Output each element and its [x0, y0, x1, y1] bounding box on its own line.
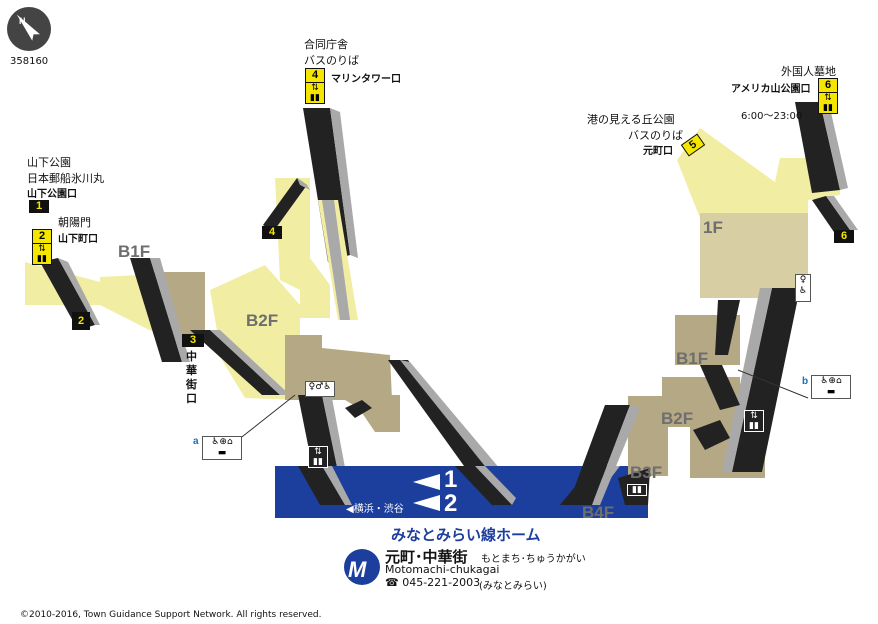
- exit-3-badge: 3: [182, 334, 204, 347]
- escalator-icon: ▮▮: [313, 457, 323, 467]
- restroom-icon: ♀♂♿: [305, 381, 335, 397]
- elevator-arrows: ⇅: [750, 411, 758, 421]
- exit-6-number: 6: [819, 79, 837, 93]
- elevator-arrows: ⇅: [314, 447, 322, 457]
- amenity-b-icons: ♿⊕⌂▬: [811, 375, 851, 399]
- exit-2-dest-1: 朝陽門: [58, 216, 91, 229]
- floor-1f-right: 1F: [703, 218, 723, 237]
- exit-2-stair-badge: 2: [72, 312, 90, 330]
- exit-6-name: アメリカ山公園口: [731, 84, 811, 95]
- floor-b2f-right: B2F: [661, 409, 694, 428]
- exit-1-dest-1: 山下公園: [27, 156, 71, 169]
- b1f-stair-left: [130, 258, 290, 395]
- elevator-icon-right: ⇅ ▮▮: [744, 410, 764, 432]
- floor-b3f-right: B3F: [630, 463, 663, 482]
- station-reading: もとまち･ちゅうかがい: [481, 554, 586, 565]
- elevator-icon: ⇅: [824, 93, 832, 103]
- exit-2-name: 山下町口: [58, 234, 98, 245]
- exit-5-name: 元町口: [643, 146, 673, 157]
- amenity-b-label: b: [802, 376, 809, 387]
- right-exit-5-6-area: [677, 102, 858, 235]
- escalator-icon: ▮▮: [37, 254, 47, 264]
- exit-6-elevator-sign: 6 ⇅ ▮▮: [818, 78, 838, 114]
- platform-direction: ◀横浜・渋谷: [346, 504, 404, 515]
- floor-b1f-right: B1F: [676, 349, 709, 368]
- restroom-icon-right: ♀♿: [795, 274, 811, 302]
- exit-6-dest-1: 外国人墓地: [781, 65, 836, 78]
- exit-2-elevator-sign: 2 ⇅ ▮▮: [32, 229, 52, 265]
- exit-4-dest-1: 合同庁舎: [304, 38, 348, 51]
- escalator-icon: ▮▮: [632, 485, 642, 495]
- exit-3-name-char-1: 中: [186, 350, 197, 363]
- exit-1-dest-2: 日本郵船氷川丸: [27, 172, 104, 185]
- floor-b4f: B4F: [582, 503, 615, 522]
- exit-4-name: マリンタワー口: [331, 74, 401, 85]
- floor-b1f-left: B1F: [118, 242, 151, 261]
- escalator-icon: ▮▮: [749, 421, 759, 431]
- elevator-icon: ⇅: [38, 244, 46, 254]
- exit-5-dest-2: バスのりば: [628, 129, 683, 142]
- amenity-leader-lines: [237, 369, 809, 441]
- exit-6-stair-badge: 6: [834, 230, 854, 243]
- exit-1-badge: 1: [29, 200, 49, 213]
- metro-logo-icon: M: [344, 549, 380, 585]
- track-1: 1: [444, 466, 458, 493]
- station-romaji: Motomachi-chukagai: [385, 563, 500, 576]
- compass-north-icon: N: [7, 7, 51, 51]
- exit-6-hours: 6:00～23:00: [741, 111, 803, 122]
- station-phone-note: (みなとみらい): [479, 581, 547, 592]
- b2f-concourse: [285, 335, 400, 432]
- exit-4-area: [263, 108, 358, 320]
- exit-3-name-char-4: 口: [186, 392, 197, 405]
- elevator-icon: ⇅: [311, 83, 319, 93]
- svg-text:N: N: [19, 16, 26, 26]
- exit-4-dest-2: バスのりば: [304, 54, 359, 67]
- svg-text:M: M: [348, 557, 367, 582]
- escalator-icon: ▮▮: [310, 93, 320, 103]
- exit-3-name-char-3: 街: [186, 378, 197, 391]
- station-name: 元町･中華街: [385, 548, 468, 566]
- elevator-icon-b4f: ▮▮: [627, 484, 647, 496]
- map-id: 358160: [10, 56, 49, 67]
- exit-4-elevator-sign: 4 ⇅ ▮▮: [305, 68, 325, 104]
- escalator-icon: ▮▮: [823, 103, 833, 113]
- exit-3-name-char-2: 華: [186, 364, 197, 377]
- copyright: ©2010-2016, Town Guidance Support Networ…: [20, 610, 322, 620]
- exit-4-stair-badge: 4: [262, 226, 282, 239]
- station-phone: ☎ 045-221-2003: [385, 576, 481, 589]
- exit-4-number: 4: [306, 69, 324, 83]
- amenity-a-label: a: [193, 436, 199, 447]
- amenity-a-icons: ♿⊕⌂▬: [202, 436, 242, 460]
- exit-5-dest-1: 港の見える丘公園: [587, 113, 675, 126]
- track-arrows: [413, 474, 440, 511]
- exit-1-name: 山下公園口: [27, 189, 77, 200]
- platform-name: みなとみらい線ホーム: [391, 526, 541, 544]
- exit-2-number: 2: [33, 230, 51, 244]
- floor-b2f-left: B2F: [246, 311, 279, 330]
- track-2: 2: [444, 490, 458, 517]
- elevator-icon: ⇅ ▮▮: [308, 446, 328, 468]
- right-stairs: [568, 288, 800, 505]
